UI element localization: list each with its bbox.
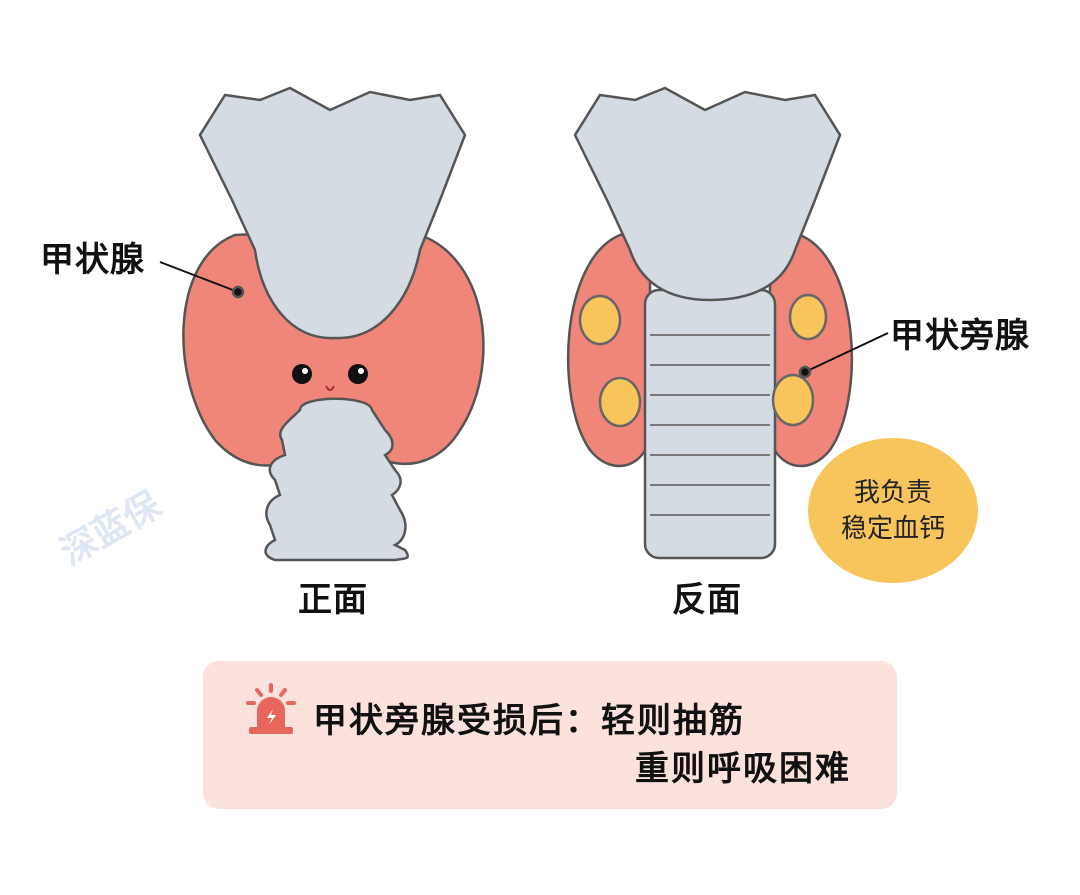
siren-icon (246, 683, 296, 734)
bubble-line-1: 我负责 (853, 477, 932, 508)
thyroid-left-lobe-back (566, 233, 652, 468)
info-box: 甲状旁腺受损后：轻则抽筋 重则呼吸困难 (203, 661, 897, 809)
bubble-line-2: 稳定血钙 (840, 513, 945, 544)
info-line-1: 甲状旁腺受损后：轻则抽筋 (313, 701, 745, 741)
speech-bubble: 我负责 稳定血钙 (808, 438, 978, 583)
front-view (159, 86, 485, 562)
parathyroid-label: 甲状旁腺 (890, 316, 1030, 356)
info-line-2: 重则呼吸困难 (635, 749, 851, 789)
front-label: 正面 (298, 580, 368, 620)
thyroid-label: 甲状腺 (40, 240, 145, 280)
larynx-front (198, 86, 467, 340)
back-label: 反面 (672, 580, 742, 620)
back-view (566, 86, 889, 560)
trachea-front (264, 397, 410, 562)
larynx-back (573, 86, 842, 302)
parathyroid-glands (578, 293, 828, 428)
